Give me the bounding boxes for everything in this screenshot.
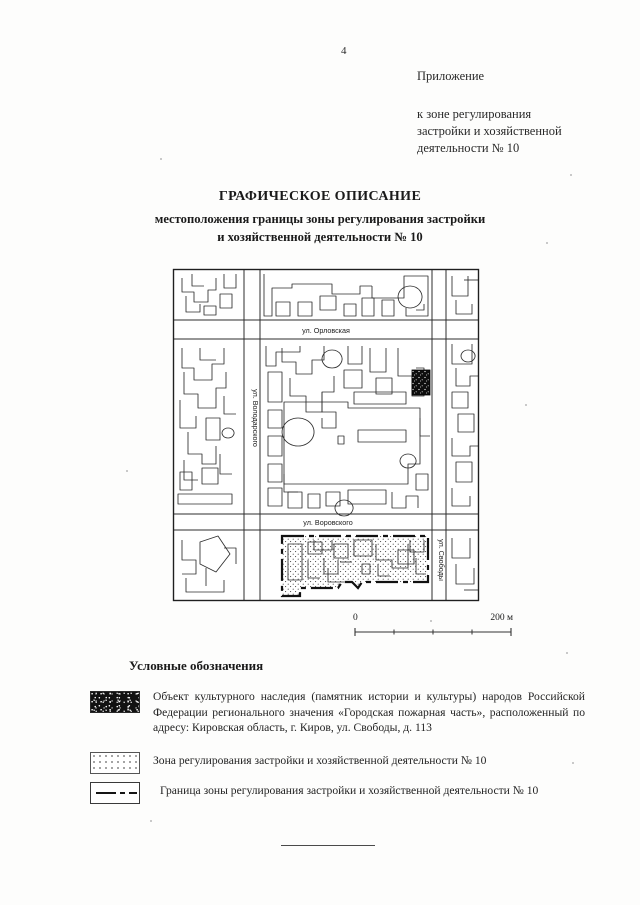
document-title: ГРАФИЧЕСКОЕ ОПИСАНИЕ местоположения гран… xyxy=(0,189,640,246)
street-label-orlovskaya: ул. Орловская xyxy=(302,326,350,335)
appendix-line-3: деятельности № 10 xyxy=(417,141,520,155)
regulated-zone-polygon xyxy=(280,534,430,598)
document-title-sub-line-2: и хозяйственной деятельности № 10 xyxy=(217,230,423,244)
street-label-svobody: ул. Свободы xyxy=(437,539,446,581)
map-frame xyxy=(172,268,480,602)
legend-swatch-zone-icon xyxy=(90,752,140,774)
map-scale-bar: 0 200 м xyxy=(353,613,513,639)
legend-text-zone: Зона регулирования застройки и хозяйстве… xyxy=(153,754,487,767)
legend-heading: Условные обозначения xyxy=(129,658,264,673)
page-number: 4 xyxy=(341,45,347,57)
scan-speck xyxy=(160,158,162,160)
scan-speck xyxy=(546,242,548,244)
document-title-main: ГРАФИЧЕСКОЕ ОПИСАНИЕ xyxy=(218,189,422,204)
appendix-title: Приложение xyxy=(417,69,485,83)
map-svg: ул. Орловская ул. Володарского ул. Воров… xyxy=(172,268,480,602)
scan-speck xyxy=(126,470,128,472)
appendix-line-2: застройки и хозяйственной xyxy=(417,124,562,138)
scale-bar-graphic xyxy=(354,628,512,636)
heritage-object-marker xyxy=(411,369,431,396)
scan-speck xyxy=(570,174,572,176)
footer-divider xyxy=(281,845,375,846)
scale-label-right: 200 м xyxy=(490,613,513,623)
scan-speck xyxy=(572,762,574,764)
appendix-reference-block: Приложение к зоне регулирования застройк… xyxy=(417,68,617,157)
document-title-sub-line-1: местоположения границы зоны регулировани… xyxy=(154,212,486,226)
scale-label-left: 0 xyxy=(353,613,358,623)
scan-speck xyxy=(566,652,568,654)
scan-speck xyxy=(150,820,152,822)
legend-swatch-boundary-icon xyxy=(90,782,140,804)
scan-speck xyxy=(525,404,527,406)
legend-text-boundary: Граница зоны регулирования застройки и х… xyxy=(160,784,539,797)
legend-swatch-heritage-icon xyxy=(90,691,140,713)
street-label-volodarskogo: ул. Володарского xyxy=(251,389,260,447)
appendix-line-1: к зоне регулирования xyxy=(417,107,532,121)
map-figure: ул. Орловская ул. Володарского ул. Воров… xyxy=(172,268,480,602)
street-label-vorovskogo: ул. Воровского xyxy=(303,518,352,527)
legend-text-heritage: Объект культурного наследия (памятник ис… xyxy=(153,690,585,735)
scan-speck xyxy=(430,620,432,622)
